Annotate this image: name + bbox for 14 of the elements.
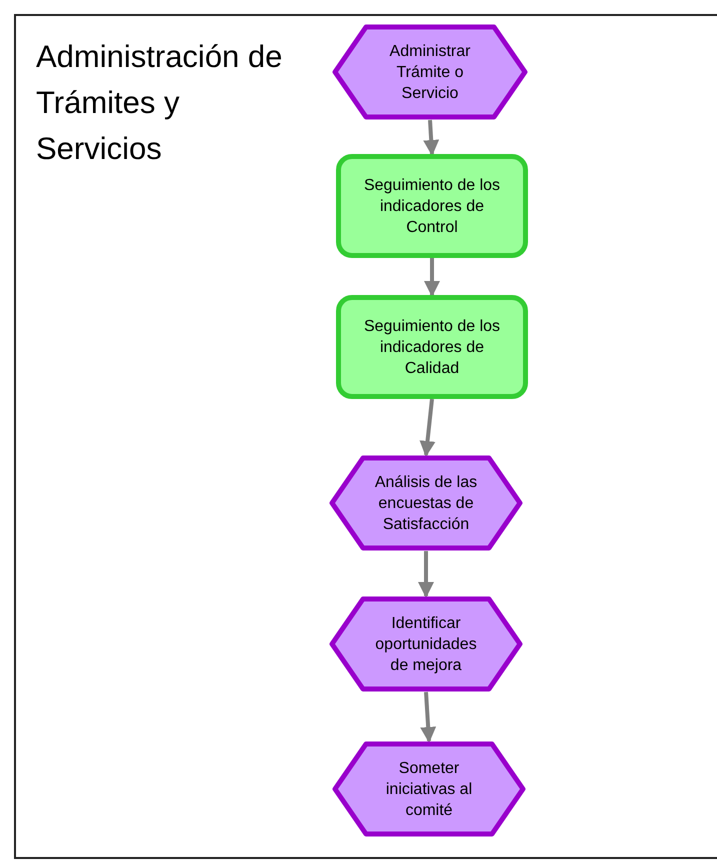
- arrow: [420, 692, 436, 743]
- step-label: Administrar Trámite o Servicio: [388, 42, 472, 104]
- step-label: Análisis de las encuestas de Satisfacción: [374, 472, 478, 534]
- arrow: [420, 398, 436, 457]
- diagram-title: Administración de Trámites y Servicios: [36, 38, 284, 168]
- process-box: [336, 154, 528, 258]
- step-label: Seguimiento de los indicadores de Calidad: [362, 316, 502, 378]
- step-label: Identificar oportunidades de mejora: [374, 614, 478, 676]
- step-label: Someter iniciativas al comité: [384, 758, 474, 820]
- arrow: [418, 551, 434, 598]
- arrow: [423, 120, 440, 156]
- arrow: [424, 258, 440, 297]
- process-box: [336, 295, 528, 399]
- step-label: Seguimiento de los indicadores de Control: [362, 176, 502, 238]
